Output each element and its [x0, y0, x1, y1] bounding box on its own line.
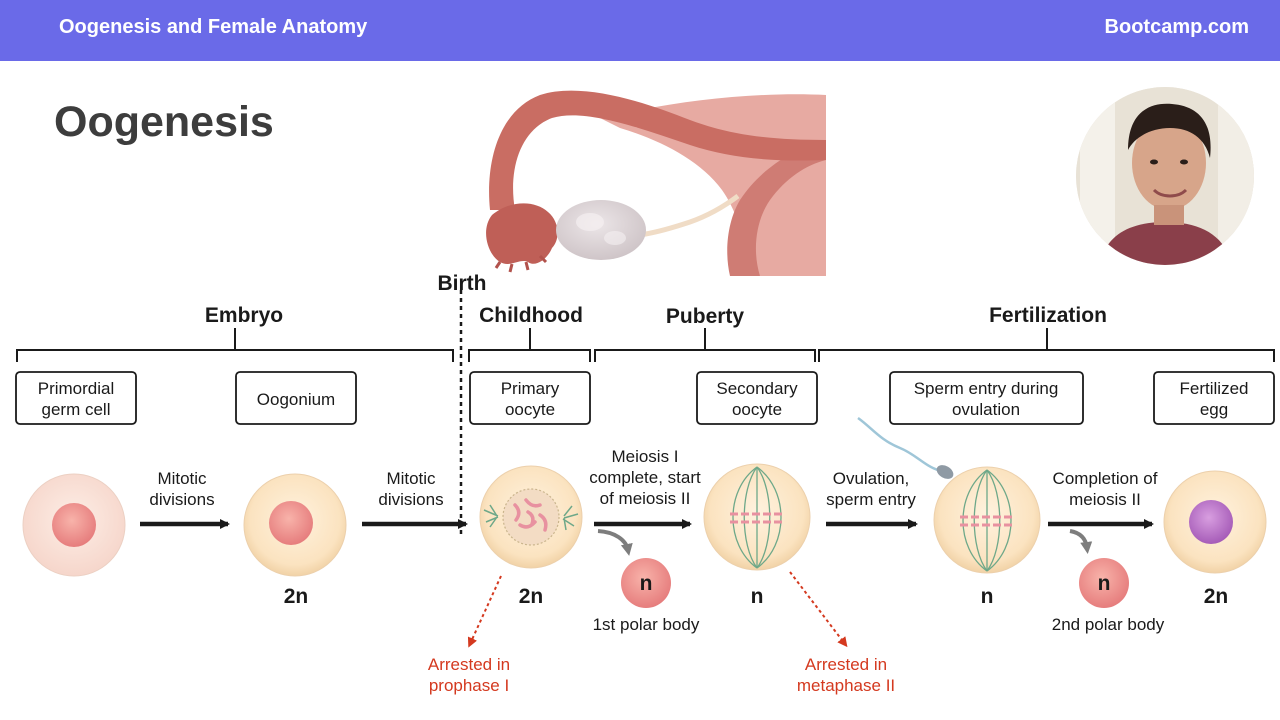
birth-label: Birth: [438, 272, 487, 295]
second-polar-body-label: 2nd polar body: [1052, 615, 1165, 634]
ploidy-sperm-entry: n: [981, 585, 994, 608]
stage-embryo: Embryo: [205, 304, 283, 327]
svg-text:oocyte: oocyte: [505, 400, 555, 419]
ploidy-secondary-oocyte: n: [751, 585, 764, 608]
uterus-illustration: [486, 90, 826, 276]
svg-text:divisions: divisions: [149, 490, 214, 509]
box-oogonium: Oogonium: [235, 371, 357, 425]
svg-text:Primordial: Primordial: [38, 379, 115, 398]
lecture-title: Oogenesis and Female Anatomy: [59, 16, 368, 38]
svg-text:germ cell: germ cell: [42, 400, 111, 419]
first-polar-body: [621, 558, 671, 608]
ploidy-oogonium: 2n: [284, 585, 309, 608]
arrest-arrow-prophase: [467, 575, 502, 648]
svg-text:Primary: Primary: [501, 379, 560, 398]
centrosome-left: [483, 504, 499, 528]
arrest-metaphase-line2: metaphase II: [797, 676, 895, 695]
cell-sperm-entry: [857, 416, 1041, 574]
step-labels: Mitotic divisions Mitotic divisions Meio…: [149, 447, 1157, 509]
svg-text:oocyte: oocyte: [732, 400, 782, 419]
presenter-shirt: [1100, 222, 1232, 265]
sperm-icon: [857, 416, 954, 479]
box-sperm-entry: Sperm entry during ovulation: [889, 371, 1084, 425]
svg-text:Oogonium: Oogonium: [257, 390, 335, 409]
box-secondary-oocyte: Secondary oocyte: [696, 371, 818, 425]
stage-childhood: Childhood: [479, 304, 583, 327]
cell-fertilized-egg: [1163, 470, 1267, 574]
stage-fertilization: Fertilization: [989, 304, 1107, 327]
first-polar-body-label: 1st polar body: [593, 615, 700, 634]
cell-primary-oocyte: [479, 465, 583, 569]
slide-title: Oogenesis: [54, 98, 274, 146]
svg-text:ovulation: ovulation: [952, 400, 1020, 419]
svg-text:Meiosis I: Meiosis I: [611, 447, 678, 466]
centrosome-right: [562, 505, 579, 531]
meiotic-spindle: [732, 466, 782, 569]
svg-text:sperm entry: sperm entry: [826, 490, 916, 509]
ploidy-labels: 2n 2n n n 2n n n: [284, 572, 1229, 608]
arrest-prophase-line2: prophase I: [429, 676, 509, 695]
timeline-brackets: [16, 328, 1275, 362]
presenter-hair: [1128, 103, 1211, 158]
arrest-metaphase-line1: Arrested in: [805, 655, 887, 674]
ploidy-primary-oocyte: 2n: [519, 585, 544, 608]
ploidy-second-polar-body: n: [1098, 572, 1111, 595]
polar-arrow-2: [1069, 529, 1093, 554]
stage-boxes: Primordial germ cell Oogonium Primary oo…: [15, 371, 1275, 425]
cell-secondary-oocyte: [703, 463, 811, 571]
presenter-webcam: [1076, 87, 1254, 265]
polar-arrow-1: [597, 529, 633, 556]
svg-text:Mitotic: Mitotic: [157, 469, 207, 488]
box-primordial-germ-cell: Primordial germ cell: [15, 371, 137, 425]
arrest-arrow-metaphase: [789, 571, 848, 648]
svg-text:Sperm entry during: Sperm entry during: [914, 379, 1059, 398]
brand-name: Bootcamp.com: [1104, 16, 1249, 38]
svg-text:of meiosis II: of meiosis II: [600, 489, 691, 508]
svg-text:egg: egg: [1200, 400, 1228, 419]
header-bar: Oogenesis and Female Anatomy Bootcamp.co…: [0, 0, 1280, 61]
cell-primordial: [22, 473, 126, 577]
svg-text:Fertilized: Fertilized: [1180, 379, 1249, 398]
cell-oogonium: [243, 473, 347, 577]
svg-text:Ovulation,: Ovulation,: [833, 469, 910, 488]
svg-text:Completion of: Completion of: [1053, 469, 1158, 488]
svg-text:Mitotic: Mitotic: [386, 469, 436, 488]
box-fertilized-egg: Fertilized egg: [1153, 371, 1275, 425]
ploidy-first-polar-body: n: [640, 572, 653, 595]
meiotic-spindle-2: [962, 469, 1012, 572]
second-polar-body: [1079, 558, 1129, 608]
presenter-face: [1132, 116, 1206, 210]
arrest-labels: Arrested in prophase I Arrested in metap…: [428, 655, 895, 695]
stage-puberty: Puberty: [666, 305, 745, 328]
svg-text:divisions: divisions: [378, 490, 443, 509]
svg-text:meiosis II: meiosis II: [1069, 490, 1141, 509]
arrest-prophase-line1: Arrested in: [428, 655, 510, 674]
svg-text:complete, start: complete, start: [589, 468, 701, 487]
svg-text:Secondary: Secondary: [716, 379, 798, 398]
ploidy-fertilized-egg: 2n: [1204, 585, 1229, 608]
box-primary-oocyte: Primary oocyte: [469, 371, 591, 425]
